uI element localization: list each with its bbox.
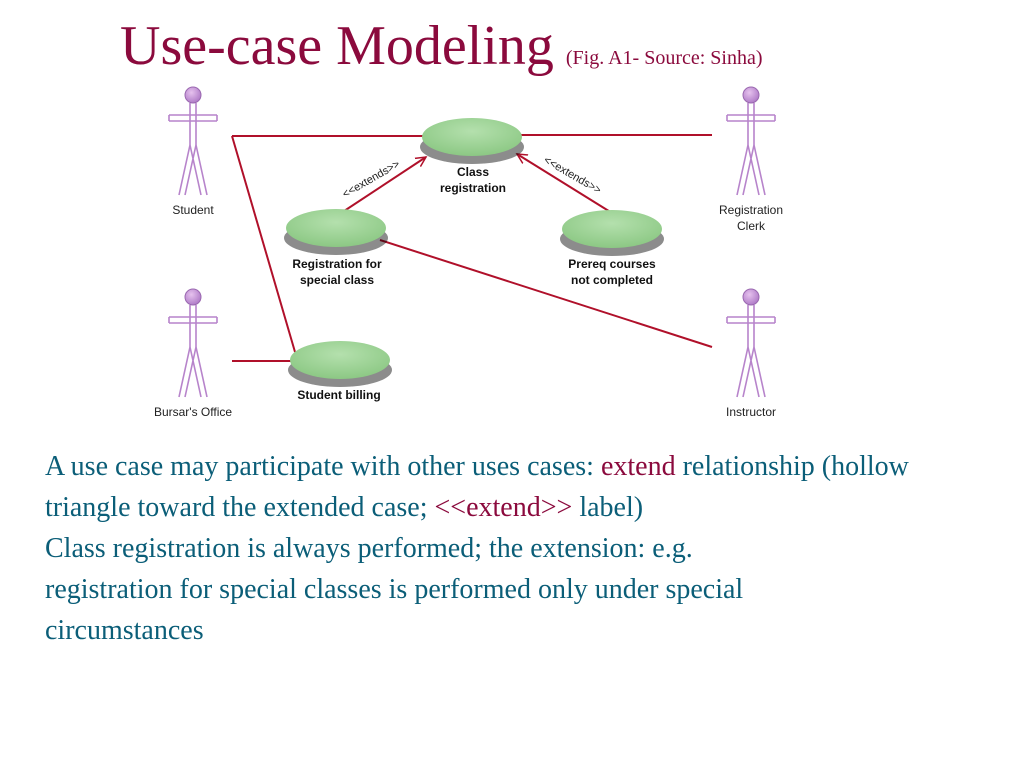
paragraph-class-registration: Class registration is always performed; …	[45, 528, 995, 651]
p2-line1: Class registration is always performed; …	[45, 533, 693, 564]
actor-student: Student	[168, 86, 218, 217]
actor-label-clerk: Clerk	[737, 219, 766, 233]
use-case-label-registration: registration	[440, 181, 506, 195]
association-instructor-registration-special	[379, 239, 713, 348]
extends-arrow-right	[517, 154, 613, 214]
use-case-label-class: Class	[457, 165, 489, 179]
p1-label: label)	[579, 492, 644, 523]
use-case-diagram: <<extends>> <<extends>> Class registrati…	[154, 86, 783, 419]
p1-extend-term: extend	[600, 451, 676, 482]
use-case-label-prereq: Prereq courses	[568, 257, 656, 271]
p1-extend-tag: <<extend>>	[434, 492, 573, 523]
actor-label-bursars-office: Bursar's Office	[154, 405, 232, 419]
actor-figure-icon	[168, 86, 218, 196]
use-case-class-registration: Class registration	[420, 118, 524, 195]
body-text: A use case may participate with other us…	[45, 446, 995, 651]
p1-text: A use case may participate with other us…	[45, 451, 594, 482]
use-case-label-special-class: special class	[300, 273, 374, 287]
p2-line3: circumstances	[45, 615, 204, 646]
actor-label-registration: Registration	[719, 203, 783, 217]
use-case-student-billing: Student billing	[288, 341, 392, 402]
association-student-student-billing	[231, 135, 296, 353]
p1-relationship: relationship (hollow triangle toward the…	[45, 451, 909, 523]
actor-bursars-office: Bursar's Office	[154, 288, 232, 419]
actor-registration-clerk: Registration Clerk	[719, 86, 783, 233]
actor-figure-icon	[726, 86, 776, 196]
p2-line2: registration for special classes is perf…	[45, 574, 744, 605]
paragraph-extend: A use case may participate with other us…	[45, 446, 995, 528]
actor-label-student: Student	[172, 203, 214, 217]
actor-figure-icon	[168, 288, 218, 398]
actor-label-instructor: Instructor	[726, 405, 776, 419]
use-case-label-not-completed: not completed	[571, 273, 653, 287]
title-source: (Fig. A1- Source: Sinha)	[565, 47, 763, 69]
use-case-label-student-billing: Student billing	[297, 388, 380, 402]
use-case-label-registration-for: Registration for	[292, 257, 382, 271]
connectors	[231, 134, 713, 362]
title-main: Use-case Modeling	[120, 15, 554, 77]
extends-arrow-left	[334, 157, 426, 218]
actor-figure-icon	[726, 288, 776, 398]
use-case-registration-special: Registration for special class	[284, 209, 388, 287]
actor-instructor: Instructor	[726, 288, 776, 419]
use-case-prereq: Prereq courses not completed	[560, 210, 664, 287]
slide-title: Use-case Modeling (Fig. A1- Source: Sinh…	[120, 18, 763, 74]
